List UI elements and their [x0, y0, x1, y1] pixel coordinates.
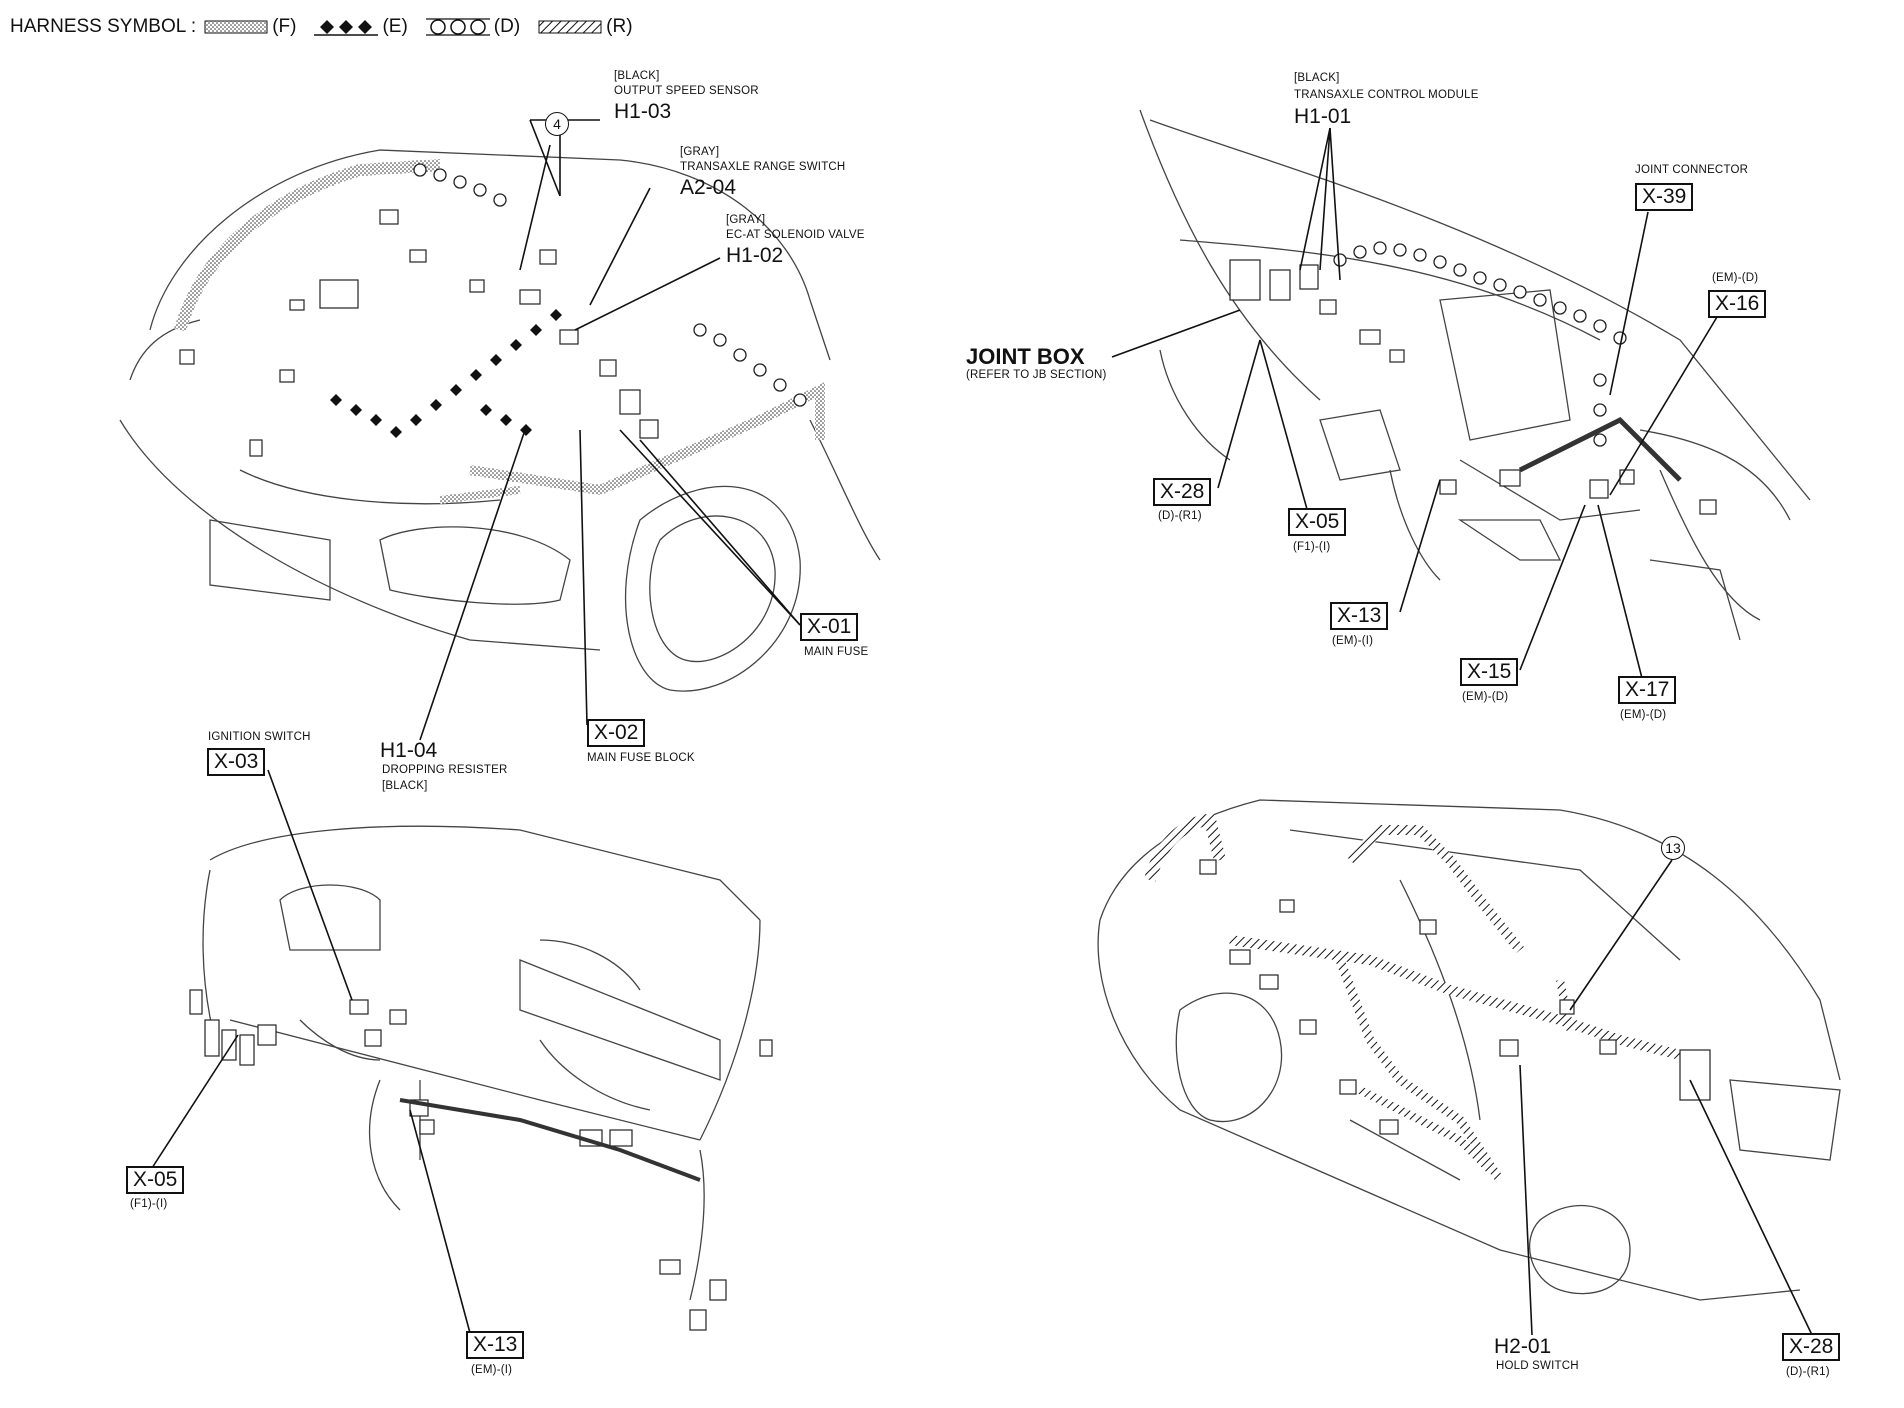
engine-bay-illustration	[119, 149, 881, 692]
legend-title: HARNESS SYMBOL :	[10, 16, 197, 37]
x-13-spec-interior: (EM)-(I)	[1332, 635, 1374, 647]
h1-02-color: [GRAY]	[726, 214, 766, 226]
h1-03-code[interactable]: H1-03	[614, 100, 672, 123]
x-05-spec-dash: (F1)-(I)	[130, 1198, 168, 1210]
circle-chain-icon	[425, 18, 490, 36]
x-13-code-interior[interactable]: X-13	[1330, 602, 1389, 630]
h1-01-color: [BLACK]	[1294, 72, 1340, 84]
x-02-code[interactable]: X-02	[587, 719, 646, 747]
a2-04-code[interactable]: A2-04	[680, 176, 737, 199]
x-03-name: IGNITION SWITCH	[208, 731, 311, 743]
x-16-spec: (EM)-(D)	[1712, 272, 1759, 284]
x-05-spec-interior: (F1)-(I)	[1293, 541, 1331, 553]
dashboard-leader-lines	[151, 769, 471, 1334]
diamond-chain-icon	[314, 20, 379, 36]
interior-front-illustration	[1139, 109, 1811, 641]
dashboard-illustration	[189, 825, 773, 1331]
x-13-spec-dash: (EM)-(I)	[471, 1364, 513, 1376]
h1-04-color: [BLACK]	[382, 780, 428, 792]
x-01-name: MAIN FUSE	[804, 646, 869, 658]
x-28-code-vehicle[interactable]: X-28	[1782, 1333, 1841, 1361]
x-01-code[interactable]: X-01	[800, 613, 859, 641]
h1-03-color: [BLACK]	[614, 70, 660, 82]
h1-02-name: EC-AT SOLENOID VALVE	[726, 229, 865, 241]
h2-01-code[interactable]: H2-01	[1494, 1335, 1552, 1358]
x-28-code-interior[interactable]: X-28	[1153, 478, 1212, 506]
reference-circle-4: 4	[545, 112, 569, 136]
x-15-code[interactable]: X-15	[1460, 658, 1519, 686]
h1-04-code[interactable]: H1-04	[380, 739, 438, 762]
reference-circle-13: 13	[1661, 836, 1685, 860]
h2-01-name: HOLD SWITCH	[1496, 1360, 1579, 1372]
x-02-name: MAIN FUSE BLOCK	[587, 752, 695, 764]
x-13-code-dash[interactable]: X-13	[466, 1331, 525, 1359]
interior-front-leader-lines	[1111, 127, 1721, 691]
harness-symbol-legend: HARNESS SYMBOL : (F) (E) (D) (R)	[10, 14, 643, 40]
joint-box-note: (REFER TO JB SECTION)	[966, 369, 1107, 381]
legend-code-e: (E)	[382, 16, 408, 37]
x-05-code-interior[interactable]: X-05	[1288, 508, 1347, 536]
h1-01-code[interactable]: H1-01	[1294, 105, 1352, 128]
x-28-spec-interior: (D)-(R1)	[1158, 510, 1202, 522]
engine-bay-leader-lines	[419, 119, 801, 741]
h1-01-name: TRANSAXLE CONTROL MODULE	[1294, 89, 1479, 101]
legend-code-d: (D)	[493, 16, 521, 37]
h1-02-code[interactable]: H1-02	[726, 244, 784, 267]
x-28-spec-vehicle: (D)-(R1)	[1786, 1366, 1830, 1378]
h1-04-name: DROPPING RESISTER	[382, 764, 508, 776]
a2-04-name: TRANSAXLE RANGE SWITCH	[680, 161, 846, 173]
x-16-code[interactable]: X-16	[1708, 290, 1767, 318]
legend-code-r: (R)	[606, 16, 633, 37]
x-39-code[interactable]: X-39	[1635, 183, 1694, 211]
dotted-band-icon	[204, 20, 268, 34]
a2-04-color: [GRAY]	[680, 146, 720, 158]
hatched-band-icon	[538, 20, 602, 34]
x-03-code[interactable]: X-03	[207, 748, 266, 776]
x-15-spec: (EM)-(D)	[1462, 691, 1509, 703]
x-17-spec: (EM)-(D)	[1620, 709, 1667, 721]
x-05-code-dash[interactable]: X-05	[126, 1166, 185, 1194]
x-17-code[interactable]: X-17	[1618, 676, 1677, 704]
full-vehicle-leader-lines	[1519, 859, 1813, 1336]
joint-box-name[interactable]: JOINT BOX	[966, 344, 1085, 369]
h1-03-name: OUTPUT SPEED SENSOR	[614, 85, 759, 97]
legend-code-f: (F)	[272, 16, 297, 37]
x-39-name: JOINT CONNECTOR	[1635, 164, 1749, 176]
full-vehicle-illustration	[1097, 799, 1841, 1301]
